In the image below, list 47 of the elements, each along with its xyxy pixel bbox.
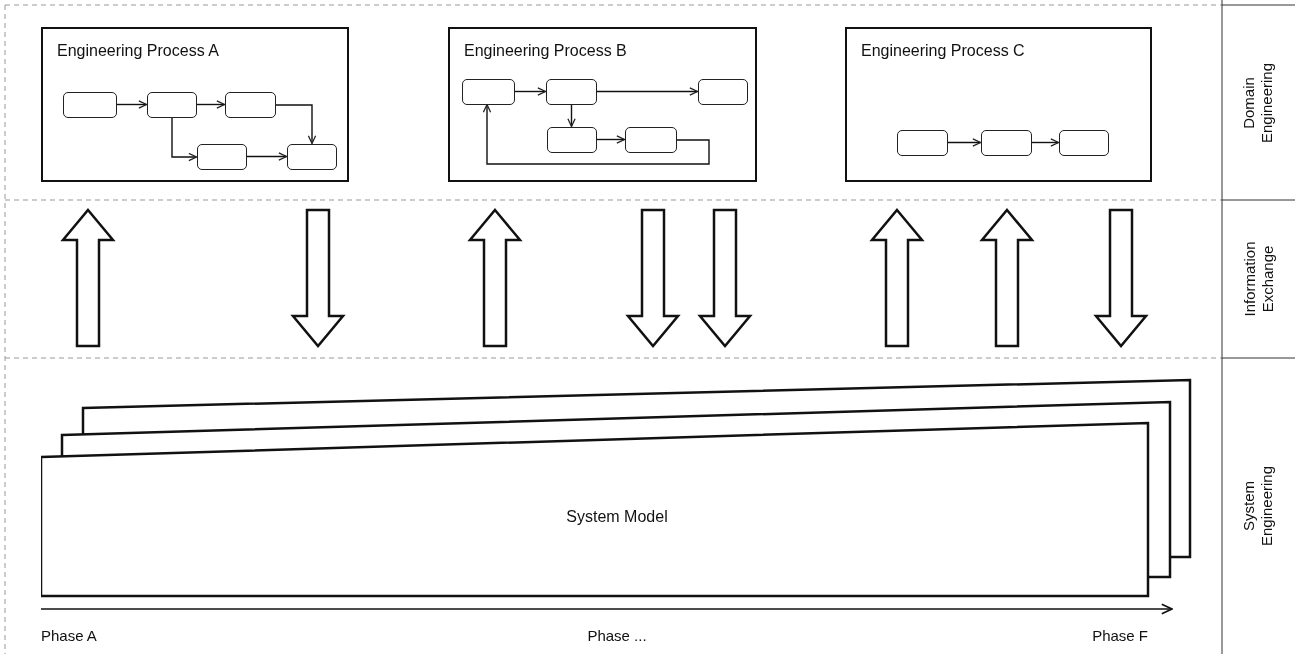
connector-arrow [1030, 138, 1060, 147]
step-box [461, 78, 515, 105]
connector-arrow [567, 103, 576, 128]
phase-label: Phase A [41, 627, 97, 644]
process-title: Engineering Process C [861, 42, 1025, 60]
band-label: System Engineering [1240, 465, 1277, 547]
block-arrow [60, 208, 116, 348]
block-arrow [869, 208, 925, 348]
block-arrow [467, 208, 523, 348]
process-title: Engineering Process B [464, 42, 627, 60]
connector-arrow [513, 87, 547, 96]
process-frame [448, 27, 757, 182]
process-frame [41, 27, 349, 182]
block-arrow [290, 208, 346, 348]
connector-arrow [171, 116, 198, 162]
connector-arrow [595, 135, 626, 144]
connector-arrow [595, 87, 699, 96]
connector-arrow [115, 100, 148, 109]
connector-arrow [946, 138, 982, 147]
step-box [545, 78, 597, 105]
step-box [1058, 129, 1109, 156]
band-label: Information Exchange [1240, 241, 1277, 317]
process-title: Engineering Process A [57, 42, 219, 60]
step-box [546, 126, 597, 153]
step-box [697, 78, 748, 105]
step-box [896, 129, 948, 156]
step-box [980, 129, 1032, 156]
phase-label: Phase ... [587, 627, 647, 644]
block-arrow [697, 208, 753, 348]
phase-label: Phase F [1092, 627, 1148, 644]
step-box [196, 143, 247, 170]
connector-arrow [274, 104, 317, 145]
band-label: Domain Engineering [1240, 62, 1277, 143]
model-label: System Model [566, 508, 668, 526]
stacked-model-pages [41, 378, 1193, 598]
process-frame [845, 27, 1152, 182]
connector-arrow [482, 103, 710, 165]
step-box [224, 91, 276, 118]
block-arrow [625, 208, 681, 348]
block-arrow [1093, 208, 1149, 348]
step-box [286, 143, 337, 170]
block-arrow [979, 208, 1035, 348]
step-box [146, 91, 197, 118]
step-box [624, 126, 677, 153]
connector-arrow [195, 100, 226, 109]
step-box [62, 91, 117, 118]
connector-arrow [245, 152, 288, 161]
